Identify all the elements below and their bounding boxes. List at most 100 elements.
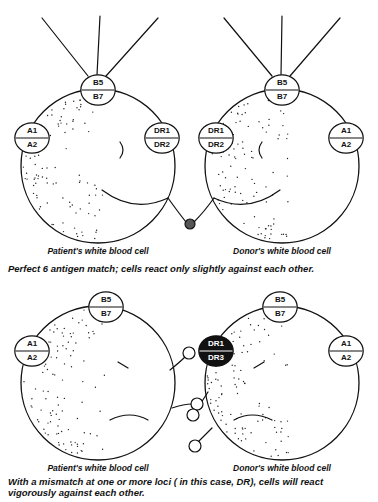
stipple-dot	[87, 182, 88, 183]
smile	[102, 190, 168, 204]
arm	[194, 198, 214, 222]
stipple-dot	[245, 428, 246, 429]
stipple-dot	[58, 404, 59, 405]
stipple-dot	[64, 398, 65, 399]
stipple-dot	[240, 193, 241, 194]
antigen-circle: B5B7	[262, 291, 298, 323]
stipple-dot	[264, 329, 265, 330]
stipple-dot	[268, 119, 269, 120]
stipple-dot	[73, 101, 74, 102]
stipple-dot	[213, 410, 214, 411]
stipple-dot	[66, 123, 67, 124]
antigen-label: DR3	[208, 352, 224, 364]
stipple-dot	[64, 363, 65, 364]
stipple-dot	[56, 414, 57, 415]
stipple-dot	[219, 203, 220, 204]
stipple-dot	[231, 333, 232, 334]
stipple-dot	[242, 433, 243, 434]
stipple-dot	[77, 444, 78, 445]
stipple-dot	[215, 379, 216, 380]
antigen-circle: DR1DR2	[144, 122, 180, 154]
antigen-circle: A1A2	[328, 335, 364, 367]
stipple-dot	[268, 335, 269, 336]
divider-line	[200, 351, 233, 352]
stipple-dot	[244, 383, 245, 384]
stipple-dot	[46, 167, 47, 168]
stipple-dot	[235, 122, 236, 123]
stipple-dot	[232, 365, 233, 366]
stipple-dot	[102, 449, 103, 450]
stipple-dot	[55, 167, 56, 168]
stipple-dot	[251, 179, 252, 180]
stipple-dot	[35, 164, 36, 165]
stipple-dot	[231, 112, 232, 113]
stipple-dot	[262, 419, 263, 420]
cell-outline	[20, 88, 176, 244]
stipple-dot	[70, 355, 71, 356]
cell-label: Patient's white blood cell	[10, 246, 186, 256]
divider-line	[330, 351, 363, 352]
stipple-dot	[47, 391, 48, 392]
stipple-dot	[234, 384, 235, 385]
stipple-dot	[240, 413, 241, 414]
stipple-dot	[273, 223, 274, 224]
stipple-dot	[83, 309, 84, 310]
stipple-dot	[287, 133, 288, 134]
stipple-dot	[31, 398, 32, 399]
divider-line	[264, 307, 297, 308]
stipple-dot	[250, 344, 251, 345]
stipple-dot	[38, 175, 39, 176]
stipple-dot	[235, 428, 236, 429]
antigen-circle: A1A2	[14, 122, 50, 154]
stipple-dot	[221, 394, 222, 395]
stipple-dot	[239, 121, 240, 122]
stipple-dot	[257, 234, 258, 235]
divider-line	[330, 138, 363, 139]
stipple-dot	[222, 209, 223, 210]
stipple-dot	[243, 104, 244, 105]
stipple-dot	[237, 177, 238, 178]
antigen-label: B5	[277, 77, 287, 89]
stipple-dot	[76, 233, 77, 234]
stipple-dot	[223, 190, 224, 191]
arm	[172, 404, 192, 408]
stipple-dot	[207, 383, 208, 384]
frown	[234, 415, 272, 420]
stipple-dot	[30, 158, 31, 159]
stipple-dot	[266, 201, 267, 202]
stipple-dot	[47, 115, 48, 116]
stipple-dot	[215, 400, 216, 401]
stipple-dot	[40, 409, 41, 410]
stipple-dot	[65, 449, 66, 450]
stipple-dot	[266, 131, 267, 132]
stipple-dot	[63, 443, 64, 444]
stipple-dot	[247, 103, 248, 104]
stipple-dot	[240, 330, 241, 331]
stipple-dot	[253, 196, 254, 197]
stipple-dot	[261, 233, 262, 234]
antigen-ellipse	[199, 336, 233, 366]
stipple-dot	[80, 99, 81, 100]
stipple-dot	[234, 186, 235, 187]
stipple-dot	[225, 189, 226, 190]
arm	[198, 428, 212, 442]
antigen-circle: B5B7	[264, 74, 300, 106]
stipple-dot	[81, 450, 82, 451]
stipple-dot	[80, 106, 81, 107]
stipple-dot	[256, 192, 257, 193]
antigen-ellipse	[329, 123, 363, 153]
smile	[214, 190, 280, 204]
stipple-dot	[210, 399, 211, 400]
stipple-dot	[39, 208, 40, 209]
stipple-dot	[58, 123, 59, 124]
stipple-dot	[50, 412, 51, 413]
stipple-dot	[268, 125, 269, 126]
stipple-dot	[81, 451, 82, 452]
antigen-ellipse	[263, 292, 297, 322]
frown	[110, 415, 148, 420]
stipple-dot	[270, 233, 271, 234]
fan-line	[224, 18, 272, 76]
stipple-dot	[44, 365, 45, 366]
stipple-dot	[281, 325, 282, 326]
antigen-ellipse	[199, 123, 233, 153]
